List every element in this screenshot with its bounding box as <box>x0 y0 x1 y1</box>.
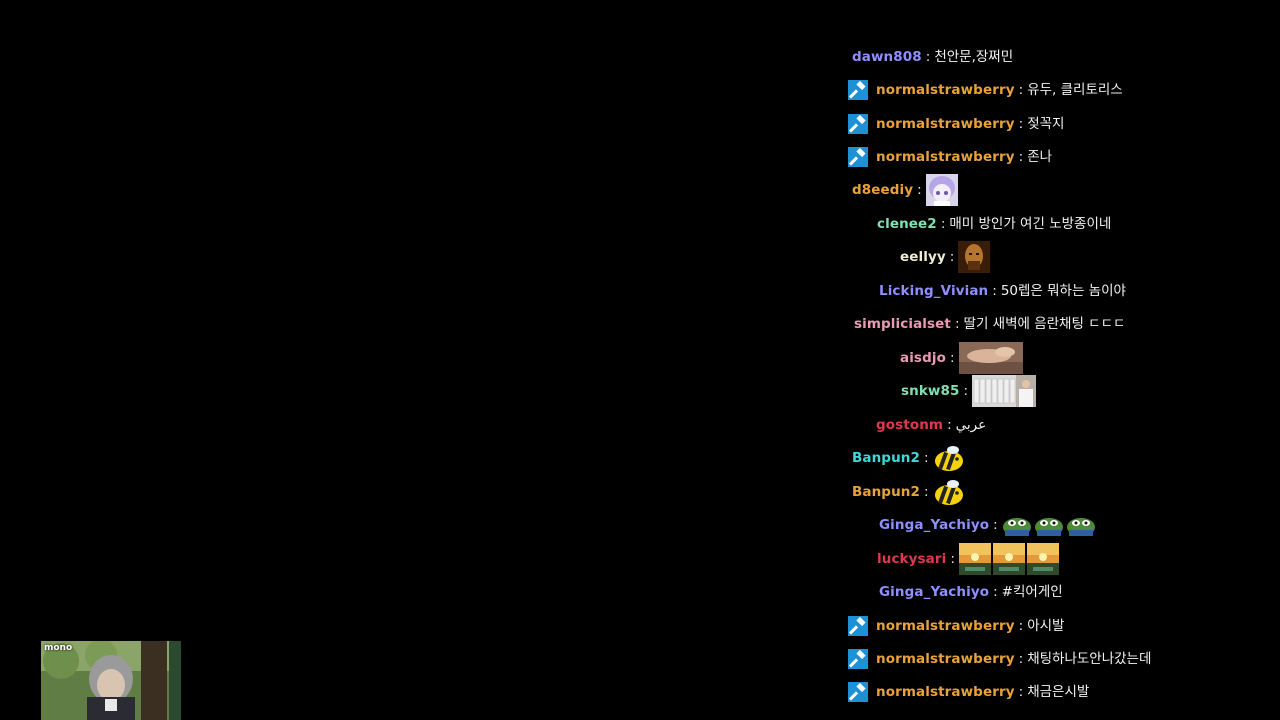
chat-message-text: 채팅하나도안나갔는데 <box>1027 651 1152 667</box>
moderator-hammer-icon <box>848 80 868 100</box>
moderator-hammer-icon <box>848 649 868 669</box>
chat-username[interactable]: gostonm <box>876 417 944 433</box>
chat-message: Licking_Vivian:50렙은 뭐하는 놈이야 <box>879 276 1126 306</box>
room-scene-emote <box>972 375 1037 407</box>
pepe-emote <box>1034 518 1063 536</box>
chat-separator: : <box>1018 116 1024 132</box>
chat-username[interactable]: normalstrawberry <box>876 149 1015 165</box>
chat-username[interactable]: Ginga_Yachiyo <box>879 584 990 600</box>
chat-message-text: 젖꼭지 <box>1027 116 1065 132</box>
chat-message: Banpun2: <box>852 443 967 473</box>
portrait-man-emote <box>958 241 991 273</box>
chat-separator: : <box>1018 149 1024 165</box>
chat-message-text: 천안문,장쩌민 <box>934 49 1014 65</box>
mini-player-scene <box>41 641 181 720</box>
chat-separator: : <box>950 551 955 567</box>
moderator-hammer-icon <box>848 682 868 702</box>
chat-message: aisdjo: <box>900 342 1025 374</box>
chat-message-text: 딸기 새벽에 음란채팅 ㄷㄷㄷ <box>963 316 1126 332</box>
chat-message-text: عربي <box>955 417 987 433</box>
chat-message: luckysari: <box>877 543 1061 575</box>
chat-separator: : <box>949 249 955 265</box>
chat-message-text: 유두, 클리토리스 <box>1027 82 1123 98</box>
chat-username[interactable]: snkw85 <box>901 383 960 399</box>
chat-username[interactable]: normalstrawberry <box>876 618 1015 634</box>
chat-separator: : <box>993 517 998 533</box>
moderator-hammer-icon <box>848 147 868 167</box>
chat-username[interactable]: clenee2 <box>877 216 937 232</box>
chat-separator: : <box>963 383 969 399</box>
chat-username[interactable]: eellyy <box>900 249 946 265</box>
anime-girl-emote <box>925 174 958 206</box>
chat-separator: : <box>1018 684 1024 700</box>
chat-message: normalstrawberry:채팅하나도안나갔는데 <box>848 644 1151 674</box>
chat-separator: : <box>925 49 931 65</box>
sunset-emote <box>992 543 1025 575</box>
chat-message: gostonm:عربي <box>876 410 986 440</box>
chat-message-text: 50렙은 뭐하는 놈이야 <box>1000 283 1126 299</box>
chat-username[interactable]: Licking_Vivian <box>879 283 989 299</box>
mini-player-thumbnail[interactable]: mono <box>41 641 181 720</box>
chat-username[interactable]: Banpun2 <box>852 450 920 466</box>
chat-separator: : <box>917 182 922 198</box>
chat-username[interactable]: normalstrawberry <box>876 651 1015 667</box>
chat-username[interactable]: dawn808 <box>852 49 922 65</box>
chat-separator: : <box>1018 651 1024 667</box>
chat-message: simplicialset:딸기 새벽에 음란채팅 ㄷㄷㄷ <box>854 309 1125 339</box>
chat-separator: : <box>924 484 929 500</box>
sunset-emote <box>958 543 991 575</box>
sunset-emote <box>1026 543 1059 575</box>
chat-message: Ginga_Yachiyo: <box>879 510 1098 540</box>
chat-separator: : <box>992 283 997 299</box>
chat-username[interactable]: aisdjo <box>900 350 946 366</box>
chat-message: snkw85: <box>901 375 1038 407</box>
chat-message: Ginga_Yachiyo:#킥어게인 <box>879 577 1063 607</box>
chat-message-text: 존나 <box>1027 149 1053 165</box>
chat-username[interactable]: normalstrawberry <box>876 82 1015 98</box>
chat-username[interactable]: normalstrawberry <box>876 116 1015 132</box>
chat-message: normalstrawberry:존나 <box>848 142 1052 172</box>
chat-username[interactable]: d8eediy <box>852 182 914 198</box>
chat-username[interactable]: Banpun2 <box>852 484 920 500</box>
chat-message-text: 아시발 <box>1027 618 1065 634</box>
chat-message: Banpun2: <box>852 477 967 507</box>
chat-separator: : <box>924 450 929 466</box>
chat-username[interactable]: luckysari <box>877 551 947 567</box>
chat-message-text: #킥어게인 <box>1001 584 1063 600</box>
chat-username[interactable]: Ginga_Yachiyo <box>879 517 990 533</box>
chat-message: eellyy: <box>900 241 992 273</box>
chat-message: normalstrawberry:젖꼭지 <box>848 109 1064 139</box>
chat-message: d8eediy: <box>852 174 960 206</box>
pepe-emote <box>1002 518 1031 536</box>
chat-message-text: 매미 방인가 여긴 노방종이네 <box>949 216 1112 232</box>
chat-message: normalstrawberry:아시발 <box>848 611 1064 641</box>
chat-message: normalstrawberry:채금은시발 <box>848 677 1089 707</box>
chat-message-text: 채금은시발 <box>1027 684 1090 700</box>
chat-separator: : <box>1018 82 1024 98</box>
chat-separator: : <box>949 350 955 366</box>
chat-message: clenee2:매미 방인가 여긴 노방종이네 <box>877 209 1111 239</box>
chat-username[interactable]: normalstrawberry <box>876 684 1015 700</box>
moderator-hammer-icon <box>848 616 868 636</box>
chat-message: normalstrawberry:유두, 클리토리스 <box>848 75 1123 105</box>
bee-emote <box>934 446 963 471</box>
chat-username[interactable]: simplicialset <box>854 316 951 332</box>
bee-emote <box>934 480 963 505</box>
pepe-emote <box>1066 518 1095 536</box>
chat-separator: : <box>993 584 998 600</box>
chat-message: dawn808:천안문,장쩌민 <box>852 42 1013 72</box>
chat-separator: : <box>947 417 952 433</box>
chat-separator: : <box>1018 618 1024 634</box>
moderator-hammer-icon <box>848 114 868 134</box>
mini-player-logo: mono <box>44 643 73 653</box>
chat-separator: : <box>954 316 960 332</box>
chat-separator: : <box>940 216 946 232</box>
hand-emote <box>958 342 1023 374</box>
